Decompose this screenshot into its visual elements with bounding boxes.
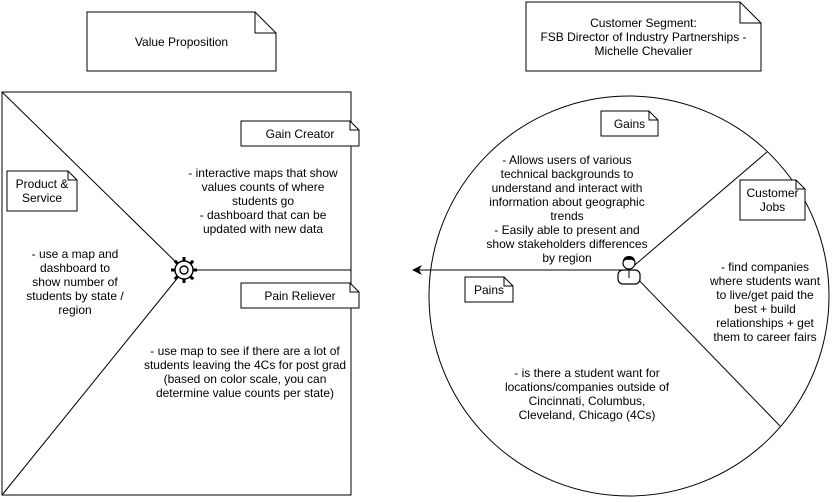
gains-label: Gains (613, 116, 646, 131)
gains-text: - Allows users of various technical back… (486, 153, 648, 265)
customer-jobs-note (739, 179, 806, 221)
gain-creator-text: - interactive maps that show values coun… (188, 166, 338, 236)
customer-jobs-label: Customer Jobs (746, 186, 799, 214)
note-shapes (6, 1, 806, 309)
gear-icon (171, 257, 197, 283)
customer-segment-circle (428, 95, 830, 497)
gain-creator-label: Gain Creator (265, 126, 335, 141)
gains-note (600, 110, 659, 137)
gain-creator-note (240, 120, 360, 147)
product-service-text: - use a map and dashboard to show number… (26, 247, 124, 317)
customer-segment-note (525, 1, 762, 72)
person-icon (617, 256, 641, 285)
value-proposition-note (86, 11, 277, 72)
value-proposition-title: Value Proposition (134, 34, 229, 49)
product-service-note (6, 170, 78, 212)
pains-label: Pains (473, 282, 505, 297)
pains-note (464, 276, 514, 303)
pain-reliever-note (240, 282, 360, 309)
pains-text: - is there a student want for locations/… (504, 366, 670, 422)
product-service-label: Product & Service (15, 177, 69, 205)
customer-segment-title: Customer Segment: FSB Director of Indust… (540, 15, 747, 58)
pain-reliever-text: - use map to see if there are a lot of s… (143, 344, 347, 400)
customer-jobs-text: - find companies where students want to … (709, 260, 821, 344)
pain-reliever-label: Pain Reliever (264, 288, 336, 303)
